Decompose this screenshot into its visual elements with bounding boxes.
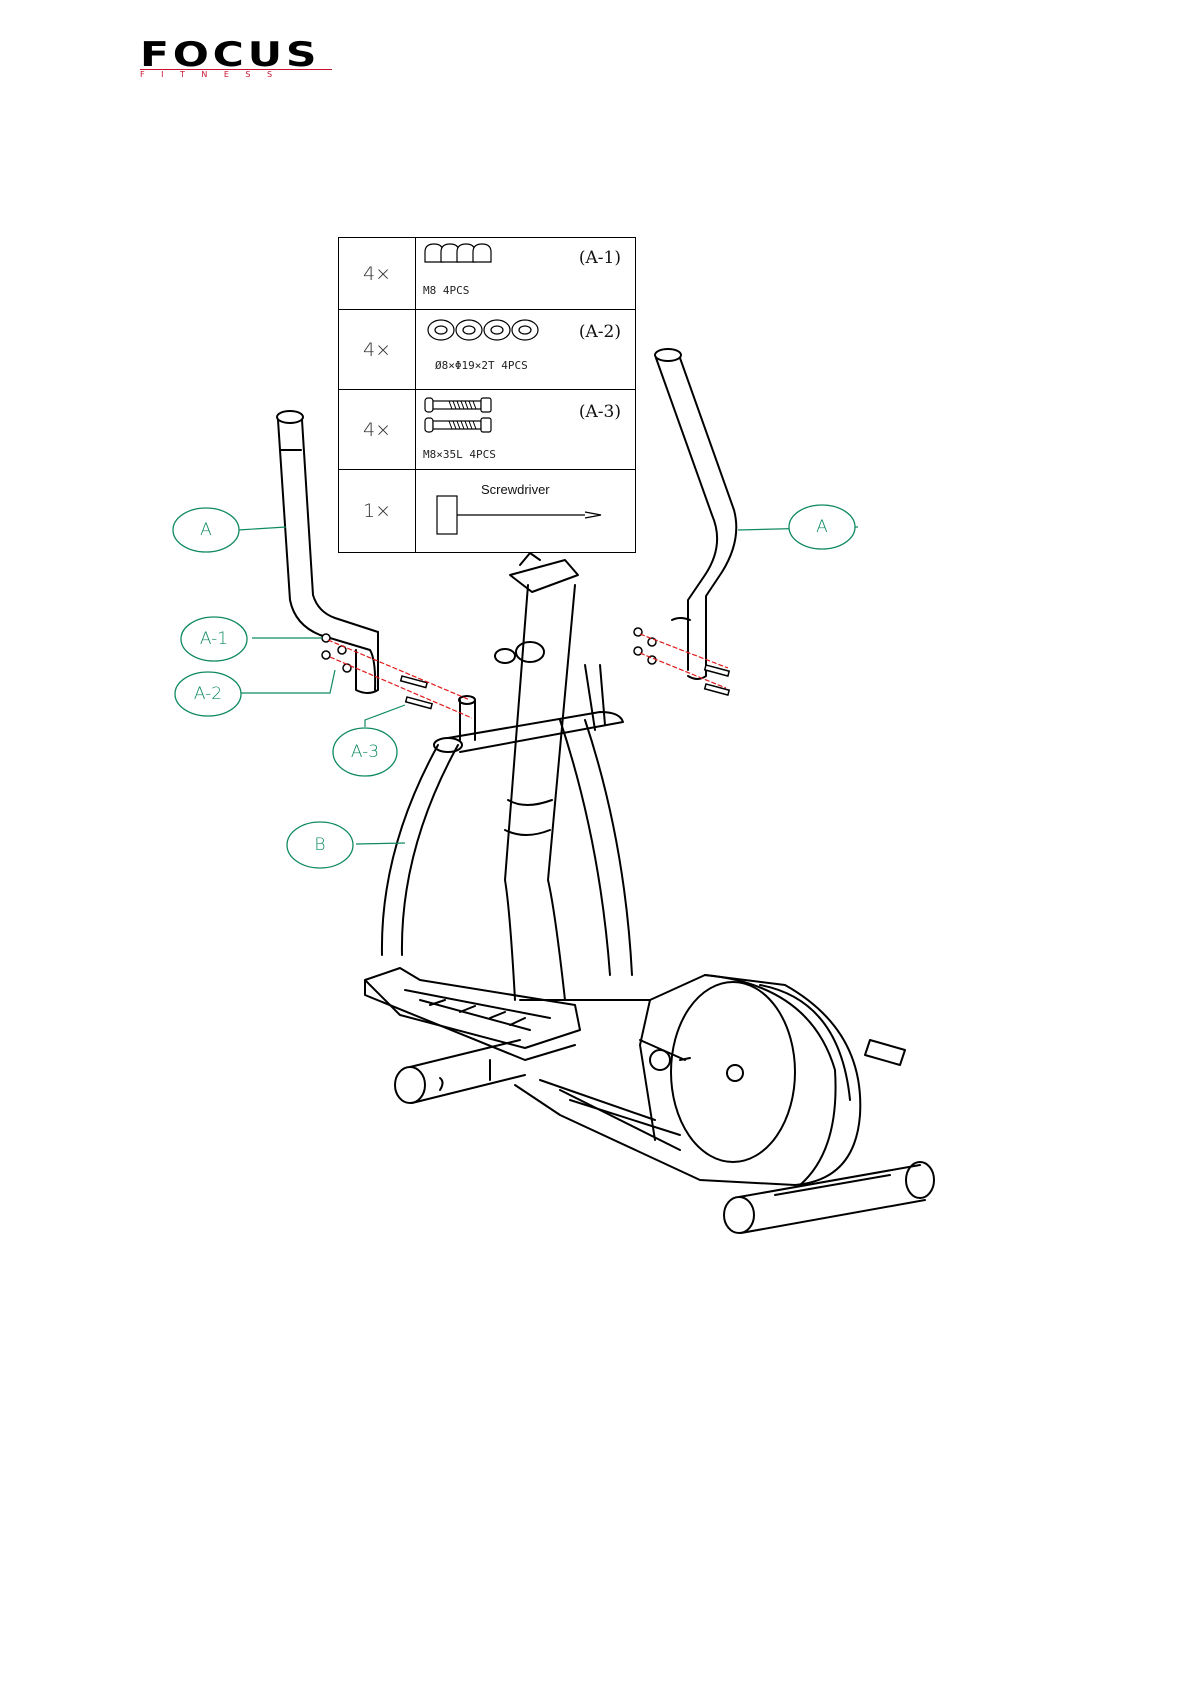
right-handlebar-drawing [655, 349, 736, 679]
parts-row-a1: 4× (A-1) M8 4PCS [339, 238, 635, 310]
parts-code: (A-1) [579, 248, 621, 268]
parts-qty: 1× [339, 470, 416, 552]
washer-icon [427, 316, 547, 346]
screwdriver-icon [435, 494, 611, 538]
parts-code: (A-3) [579, 402, 621, 422]
parts-spec: M8 4PCS [423, 284, 469, 297]
callout-b: B [287, 822, 353, 868]
parts-code: (A-2) [579, 322, 621, 342]
callout-ellipses [173, 505, 855, 868]
parts-row-a2: 4× (A-2) Ø8×Φ19×2T 4PCS [339, 310, 635, 390]
callout-a1: A-1 [181, 617, 247, 661]
frame-drawing [515, 975, 860, 1185]
callout-leaders [238, 527, 858, 844]
callout-a3: A-3 [333, 728, 397, 776]
parts-qty: 4× [339, 238, 416, 309]
front-stabilizer-drawing [395, 1040, 525, 1103]
callout-a2: A-2 [175, 672, 241, 716]
callout-a-left: A [173, 508, 239, 552]
parts-spec: M8×35L 4PCS [423, 448, 496, 461]
front-upright-drawing [382, 665, 632, 975]
callout-a-right: A [789, 505, 855, 549]
parts-spec: Ø8×Φ19×2T 4PCS [435, 359, 528, 372]
center-mast-drawing [495, 553, 578, 1000]
parts-qty: 4× [339, 390, 416, 469]
assembly-lines [328, 634, 728, 718]
hardware-parts-table: 4× (A-1) M8 4PCS 4× (A-2) Ø8×Φ19×2T 4PCS [338, 237, 636, 553]
parts-row-a3: 4× (A-3) M8×35L 4PCS [339, 390, 635, 470]
cap-nut-icon [421, 240, 501, 270]
parts-qty: 4× [339, 310, 416, 389]
bolt-icon [423, 392, 523, 444]
pedal-drawing [365, 968, 580, 1060]
parts-row-screwdriver: 1× Screwdriver [339, 470, 635, 552]
